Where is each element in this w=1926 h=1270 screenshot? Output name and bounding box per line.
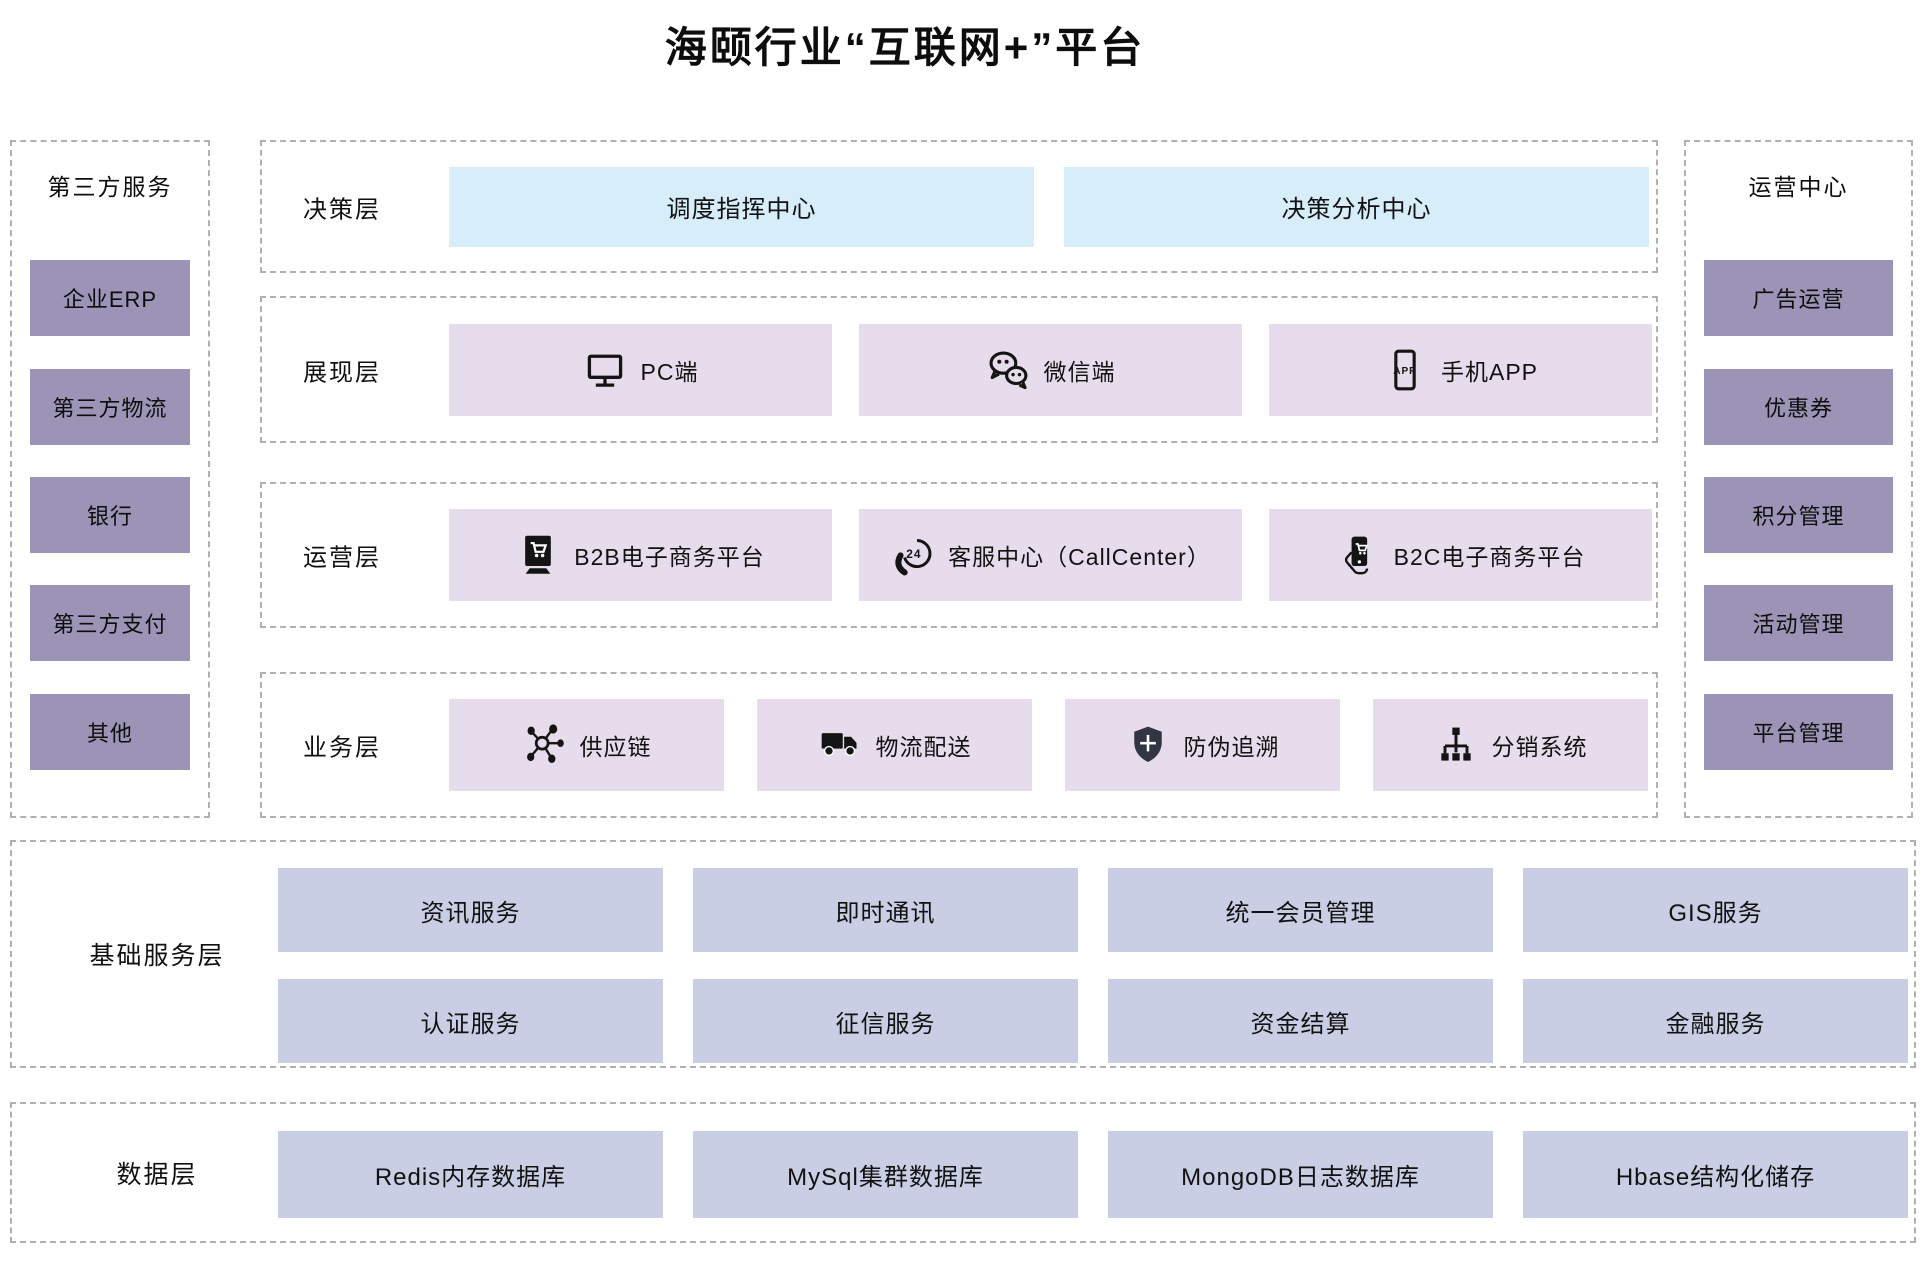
box-label: B2C电子商务平台 bbox=[1393, 544, 1586, 570]
item-other: 其他 bbox=[30, 693, 190, 770]
monitor-icon bbox=[583, 348, 627, 392]
box-decision-analysis-center: 决策分析中心 bbox=[1064, 166, 1649, 247]
item-activity-management: 活动管理 bbox=[1704, 585, 1893, 662]
box-label: 防伪追溯 bbox=[1183, 734, 1280, 760]
box-b2c-ecommerce: B2C电子商务平台 bbox=[1269, 509, 1652, 601]
box-label: B2B电子商务平台 bbox=[574, 544, 765, 570]
business-layer-label: 业务层 bbox=[303, 734, 381, 762]
box-label: 供应链 bbox=[579, 734, 652, 760]
box-wechat-client: 微信端 bbox=[859, 323, 1242, 416]
operation-center-list: 广告运营 优惠券 积分管理 活动管理 平台管理 bbox=[1686, 228, 1911, 816]
base-services-section: 基础服务层 资讯服务 即时通讯 统一会员管理 GIS服务 认证服务 征信服务 资… bbox=[10, 840, 1916, 1068]
box-label: 客服中心（CallCenter） bbox=[948, 544, 1211, 570]
box-credit-service: 征信服务 bbox=[693, 979, 1078, 1063]
item-platform-management: 平台管理 bbox=[1704, 693, 1893, 770]
wechat-icon bbox=[986, 348, 1030, 392]
page-title: 海颐行业“互联网+”平台 bbox=[664, 24, 1146, 71]
item-ad-operation: 广告运营 bbox=[1704, 260, 1893, 337]
supply-chain-icon bbox=[522, 723, 566, 767]
b2c-shop-icon bbox=[1336, 533, 1380, 577]
box-distribution-system: 分销系统 bbox=[1373, 699, 1648, 791]
box-authentication-service: 认证服务 bbox=[278, 979, 663, 1063]
box-anti-counterfeit-trace: 防伪追溯 bbox=[1065, 699, 1340, 791]
callcenter-24-icon: 24 bbox=[890, 533, 934, 577]
business-layer-section: 业务层 供应链 bbox=[260, 672, 1658, 818]
box-gis-service: GIS服务 bbox=[1523, 868, 1908, 952]
box-label: 物流配送 bbox=[875, 734, 972, 760]
data-layer-label: 数据层 bbox=[116, 1160, 198, 1189]
operation-center-panel: 运营中心 广告运营 优惠券 积分管理 活动管理 平台管理 bbox=[1684, 140, 1913, 818]
presentation-layer-label: 展现层 bbox=[303, 359, 381, 386]
truck-icon bbox=[818, 723, 862, 767]
base-services-label: 基础服务层 bbox=[89, 942, 225, 970]
box-supply-chain: 供应链 bbox=[449, 699, 724, 791]
box-financial-service: 金融服务 bbox=[1523, 979, 1908, 1063]
box-unified-member-management: 统一会员管理 bbox=[1108, 868, 1493, 952]
box-logistics-delivery: 物流配送 bbox=[757, 699, 1032, 791]
box-label: 分销系统 bbox=[1491, 734, 1588, 760]
box-mobile-app: APP 手机APP bbox=[1269, 323, 1652, 416]
box-label: 微信端 bbox=[1043, 358, 1116, 385]
item-third-party-logistics: 第三方物流 bbox=[30, 368, 190, 445]
box-mysql-db: MySql集群数据库 bbox=[693, 1131, 1078, 1218]
box-fund-settlement: 资金结算 bbox=[1108, 979, 1493, 1063]
box-pc-client: PC端 bbox=[449, 323, 832, 416]
third-party-services-list: 企业ERP 第三方物流 银行 第三方支付 其他 bbox=[12, 228, 208, 816]
item-third-party-payment: 第三方支付 bbox=[30, 585, 190, 662]
mobile-app-icon: APP bbox=[1383, 348, 1427, 392]
item-points-management: 积分管理 bbox=[1704, 476, 1893, 553]
third-party-services-panel: 第三方服务 企业ERP 第三方物流 银行 第三方支付 其他 bbox=[10, 140, 210, 818]
box-instant-messaging: 即时通讯 bbox=[693, 868, 1078, 952]
presentation-layer-section: 展现层 PC端 微信端 APP 手机APP bbox=[260, 296, 1658, 443]
box-information-service: 资讯服务 bbox=[278, 868, 663, 952]
operation-layer-section: 运营层 B2B电子商务平台 24 客服中心（CallCenter） bbox=[260, 482, 1658, 628]
item-coupon: 优惠券 bbox=[1704, 368, 1893, 445]
item-enterprise-erp: 企业ERP bbox=[30, 260, 190, 337]
box-hbase-storage: Hbase结构化储存 bbox=[1523, 1131, 1908, 1218]
decision-layer-label: 决策层 bbox=[303, 196, 381, 223]
distribution-tree-icon bbox=[1434, 723, 1478, 767]
box-call-center: 24 客服中心（CallCenter） bbox=[859, 509, 1242, 601]
box-mongodb-db: MongoDB日志数据库 bbox=[1108, 1131, 1493, 1218]
third-party-services-title: 第三方服务 bbox=[47, 174, 173, 200]
box-dispatch-command-center: 调度指挥中心 bbox=[449, 166, 1034, 247]
operation-center-title: 运营中心 bbox=[1748, 174, 1849, 200]
box-redis-db: Redis内存数据库 bbox=[278, 1131, 663, 1218]
data-layer-section: 数据层 Redis内存数据库 MySql集群数据库 MongoDB日志数据库 H… bbox=[10, 1102, 1916, 1243]
operation-layer-label: 运营层 bbox=[303, 544, 381, 572]
shield-icon bbox=[1126, 723, 1170, 767]
item-bank: 银行 bbox=[30, 476, 190, 553]
box-label: 手机APP bbox=[1440, 358, 1539, 385]
decision-layer-section: 决策层 调度指挥中心 决策分析中心 bbox=[260, 140, 1658, 273]
b2b-shop-icon bbox=[516, 533, 560, 577]
box-b2b-ecommerce: B2B电子商务平台 bbox=[449, 509, 832, 601]
box-label: PC端 bbox=[640, 358, 699, 385]
svg-text:24: 24 bbox=[906, 547, 921, 561]
svg-text:APP: APP bbox=[1393, 366, 1416, 377]
